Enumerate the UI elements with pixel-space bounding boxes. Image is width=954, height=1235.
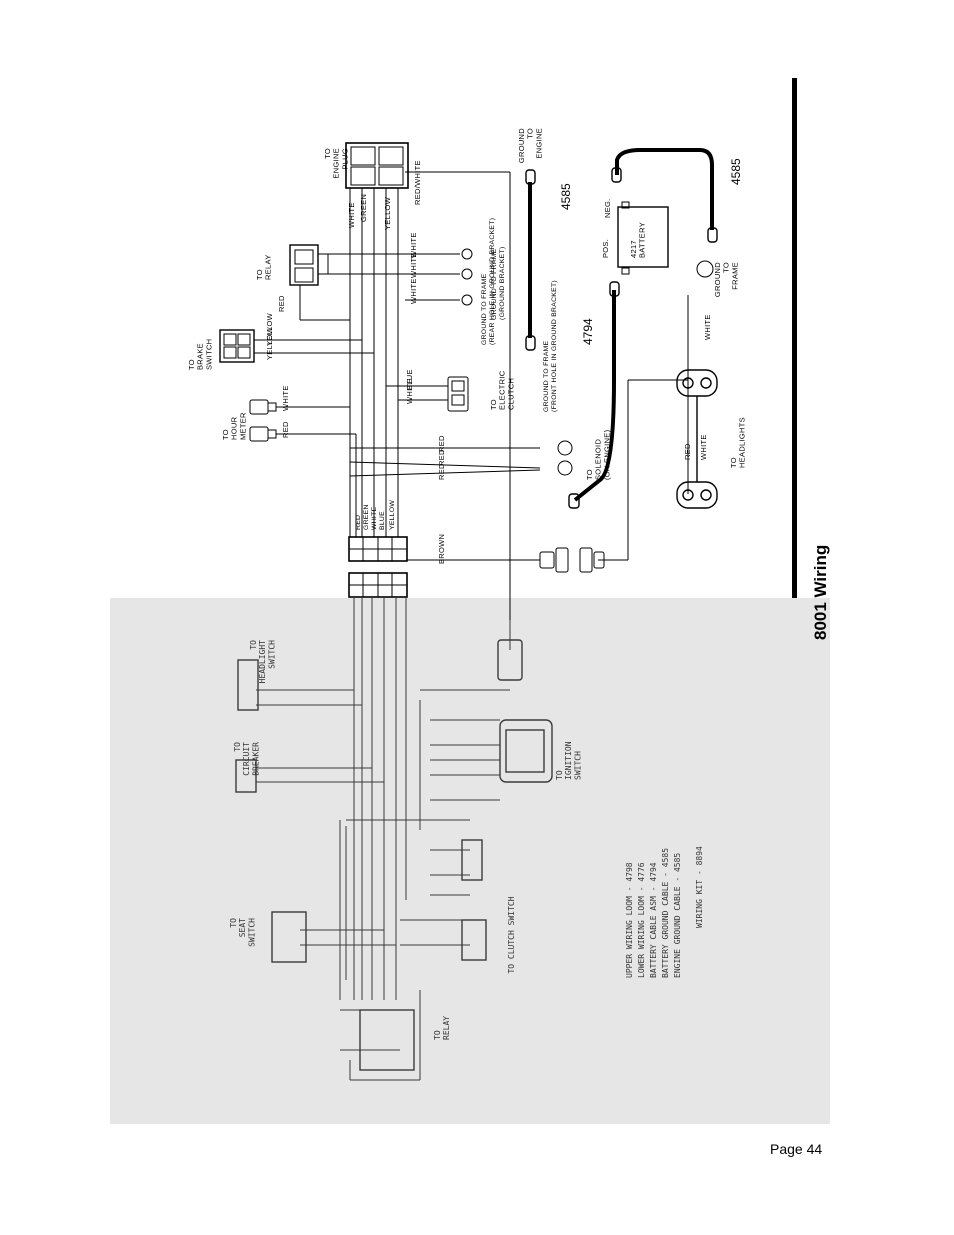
wire-label-white-loom: WHITE: [371, 506, 378, 530]
main-loom-connector-a: [348, 536, 408, 562]
parts-list-line-2: LOWER WIRING LOOM - 4776: [637, 862, 646, 978]
wire-label-red-white-engine: RED/WHITE: [413, 160, 422, 205]
circuit-breaker-label: TOCIRCUITBREAKER: [233, 742, 260, 776]
wire-label-red-solenoid-1: RED: [437, 435, 446, 452]
wire-label-blue-loom: BLUE: [379, 511, 386, 530]
part-number-4585-a: 4585: [559, 183, 573, 210]
page-number: Page 44: [770, 1141, 823, 1157]
engine-plug-label: TOENGINEPLUG: [323, 148, 349, 179]
wire-label-brown: BROWN: [437, 534, 446, 564]
headlight-connectors: [676, 369, 718, 509]
ground-to-frame-label: GROUNDTOFRAME: [713, 262, 739, 297]
wire-label-green-a: GREEN: [359, 194, 368, 222]
wire-label-red-loom: RED: [355, 515, 362, 530]
ground-frame-bracket-label: GROUND TO FRAME(GROUND BRACKET): [491, 246, 506, 320]
headlights-label: TOHEADLIGHTS: [729, 417, 747, 468]
loom-wires: [254, 171, 689, 620]
wiring-kit-label: WIRING KIT - 8894: [695, 846, 704, 928]
clutch-switch-label: TO CLUTCH SWITCH: [507, 896, 516, 973]
parts-list-line-3: BATTERY CABLE ASM - 4794: [649, 862, 658, 978]
cable-lugs: [525, 167, 718, 509]
parts-list-line-1: UPPER WIRING LOOM - 4798: [625, 862, 634, 978]
heavy-cables: [528, 148, 714, 502]
upper-wiring-diagram: [219, 142, 718, 620]
wire-label-white-headlight: WHITE: [703, 314, 712, 340]
ground-frame-front-label: GROUND TO FRAME(FRONT HOLE IN GROUND BRA…: [543, 280, 558, 412]
brown-wire-connectors: [539, 547, 605, 573]
wire-label-red-solenoid-3: RED: [437, 463, 446, 480]
lower-labels: TOHEADLIGHTSWITCH TOCIRCUITBREAKER TOIGN…: [229, 640, 704, 1040]
headlight-switch-label: TOHEADLIGHTSWITCH: [249, 640, 276, 684]
ground-ring-terminals: [461, 248, 714, 476]
lower-relay-label: TORELAY: [433, 1016, 451, 1040]
wire-label-red-solenoid-2: RED: [437, 449, 446, 466]
parts-list-line-4: BATTERY GROUND CABLE - 4585: [661, 848, 670, 978]
ignition-switch-label: TOIGNITIONSWITCH: [555, 741, 582, 780]
wire-label-blue-clutch: BLUE: [405, 369, 414, 390]
battery: [617, 201, 669, 275]
wire-label-red-hour: RED: [281, 421, 290, 438]
lower-loom-wires: [256, 598, 511, 1081]
brake-switch-connector: [219, 329, 255, 363]
parts-list-line-5: ENGINE GROUND CABLE - 4585: [673, 853, 682, 978]
solenoid-label: TOSOLENOID(ON ENGINE): [585, 429, 611, 480]
page-title: 8001 Wiring: [811, 545, 830, 640]
main-loom-connector-b: [348, 572, 408, 598]
wire-label-white-hour: WHITE: [281, 385, 290, 411]
part-number-4585-b: 4585: [729, 158, 743, 185]
upper-labels: TOENGINEPLUG RED/WHITE WHITE GREEN YELLO…: [187, 128, 747, 564]
hour-meter-label: TOHOURMETER: [221, 412, 247, 440]
part-number-4794: 4794: [581, 318, 595, 345]
electric-clutch-plug: [447, 376, 469, 412]
wire-label-yellow-loom: YELLOW: [389, 500, 396, 530]
relay-connector: [289, 244, 329, 286]
lower-components: [235, 639, 553, 1071]
wire-label-red-relay: RED: [277, 295, 286, 312]
seat-switch-label: TOSEATSWITCH: [229, 918, 256, 947]
wire-label-red-headlight: RED: [683, 443, 692, 460]
battery-label: 4217BATTERY: [629, 222, 647, 258]
wire-label-white-headlight-2: WHITE: [699, 434, 708, 460]
wire-label-green-loom: GREEN: [363, 504, 370, 530]
wire-label-yellow-brake-1: YELLOW: [265, 312, 274, 346]
wire-label-white-relay-1: WHITE: [409, 232, 418, 258]
lower-wiring-diagram: [235, 598, 553, 1081]
relay-label: TORELAY: [255, 254, 273, 280]
wire-label-white-clutch: WHITE: [405, 378, 414, 404]
ground-frame-rear-label: GROUND TO FRAME(REAR HOLE IN GROUND BRAC…: [481, 218, 496, 345]
scanned-diagram-panel: [110, 598, 830, 1124]
ground-to-engine-label: GROUNDTOENGINE: [517, 128, 543, 163]
wire-label-white-a: WHITE: [347, 202, 356, 228]
brake-switch-label: TOBRAKESWITCH: [187, 339, 213, 370]
wire-label-yellow-brake-2: YELLOW: [265, 326, 274, 360]
header-rule: [792, 78, 797, 598]
wire-label-yellow-a: YELLOW: [383, 196, 392, 230]
wire-label-white-relay-2: WHITE: [409, 252, 418, 278]
engine-plug-connector: [345, 142, 409, 189]
electric-clutch-label: TOELECTRICCLUTCH: [489, 370, 515, 410]
wire-label-white-relay-3: WHITE: [409, 278, 418, 304]
battery-neg-label: NEG.: [603, 198, 612, 218]
hour-meter-terminals: [249, 399, 277, 442]
battery-pos-label: POS.: [601, 239, 610, 258]
